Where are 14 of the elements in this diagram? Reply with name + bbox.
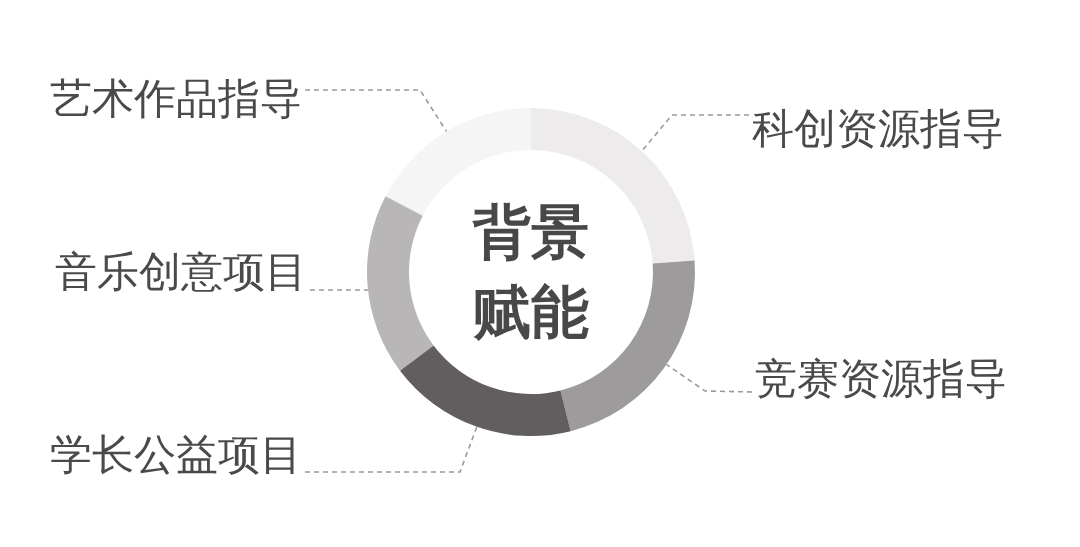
- donut-segment: [400, 345, 571, 436]
- callout-label: 艺术作品指导: [50, 78, 302, 120]
- callout-label: 科创资源指导: [752, 108, 1004, 150]
- callout-label: 音乐创意项目: [55, 251, 307, 293]
- callout-label: 学长公益项目: [50, 434, 302, 476]
- leader-line: [665, 363, 753, 393]
- donut-segment: [367, 196, 434, 371]
- leader-line: [304, 425, 478, 473]
- callout-label: 竞赛资源指导: [755, 358, 1007, 400]
- leader-line: [641, 114, 750, 152]
- donut-segment: [531, 108, 695, 264]
- leader-line: [304, 89, 448, 133]
- leader-line: [309, 289, 369, 291]
- center-title: 背景赋能: [471, 192, 591, 352]
